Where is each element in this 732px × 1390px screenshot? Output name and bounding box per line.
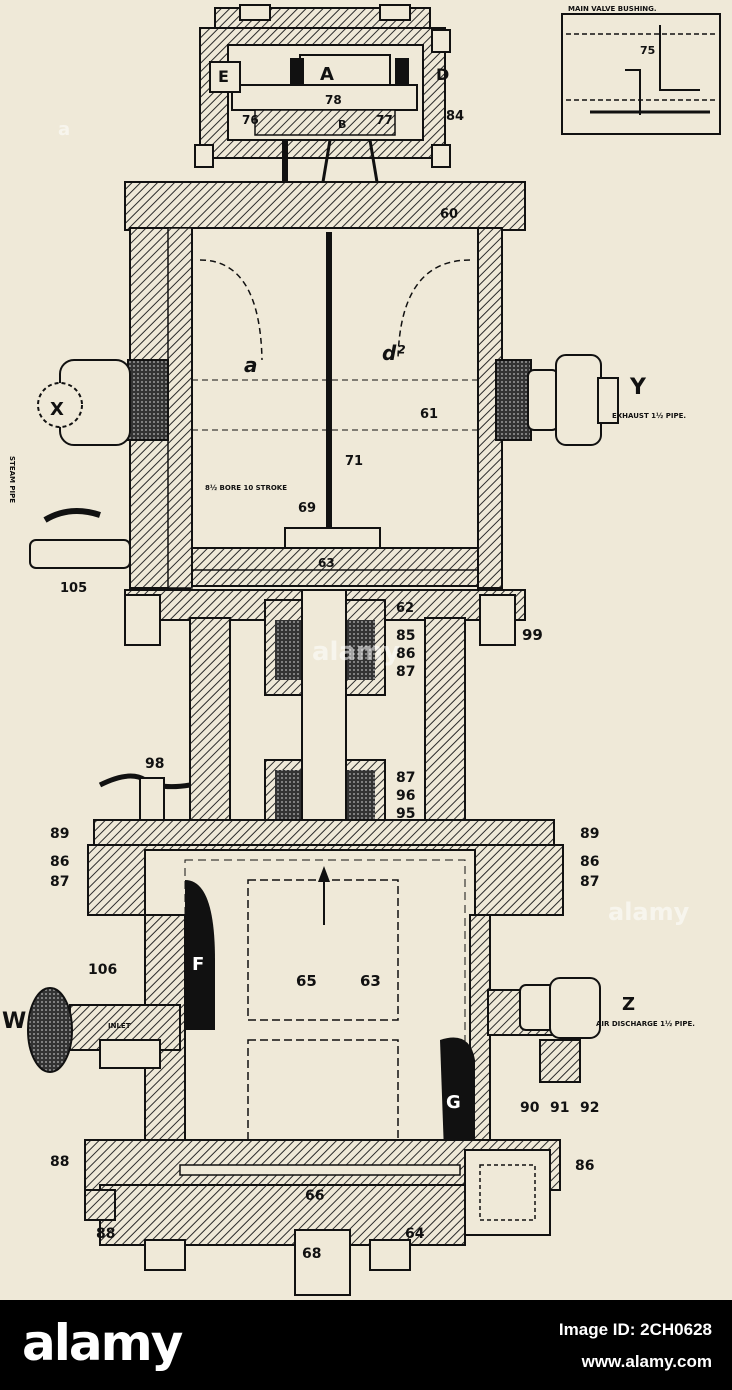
callout-86-right: 86: [580, 854, 599, 870]
callout-78: 78: [325, 93, 342, 107]
inlet-note: INLET: [108, 1022, 131, 1030]
callout-76: 76: [242, 113, 259, 127]
callout-86-left: 86: [50, 854, 69, 870]
valve-bushing-inset: [561, 13, 721, 135]
stock-footer-bar: alamy Image ID: 2CH0628 www.alamy.com: [0, 1300, 732, 1390]
watermark-brand: alamy: [312, 637, 400, 667]
label-X: X: [50, 399, 64, 420]
callout-65: 65: [296, 972, 317, 990]
watermark-mark: a: [58, 119, 70, 140]
callout-87-lower: 87: [396, 770, 415, 786]
callout-63: 63: [318, 556, 335, 570]
callout-84: 84: [446, 109, 464, 124]
pump-diagram-svg: A D E B a d² F G W X Y Z 84 76 78 77 60 …: [2, 4, 721, 1296]
pump-sectional-drawing: A D E B a d² F G W X Y Z 84 76 78 77 60 …: [2, 4, 721, 1296]
label-a: a: [244, 353, 258, 377]
watermark-brand-right: alamy: [608, 898, 690, 926]
label-G: G: [446, 1092, 461, 1113]
callout-87-right: 87: [580, 874, 599, 890]
callout-77: 77: [376, 113, 393, 127]
callout-91: 91: [550, 1100, 569, 1116]
callout-95: 95: [396, 806, 415, 822]
exhaust-note: EXHAUST 1½ PIPE.: [612, 412, 686, 420]
label-F: F: [192, 954, 204, 975]
callout-86-upper: 86: [396, 646, 415, 662]
callout-89-right: 89: [580, 826, 599, 842]
callout-89-left: 89: [50, 826, 69, 842]
air-cylinder: [27, 844, 601, 1296]
label-Z: Z: [622, 994, 635, 1015]
footer-image-id: Image ID: 2CH0628: [558, 1320, 712, 1339]
footer-logo: alamy: [22, 1314, 183, 1372]
valve-chest: [194, 4, 451, 168]
callout-105: 105: [60, 581, 87, 596]
callout-90: 90: [520, 1100, 540, 1116]
callout-88-left: 88: [50, 1154, 69, 1170]
callout-71: 71: [345, 454, 363, 469]
callout-61: 61: [420, 407, 438, 422]
callout-60: 60: [440, 207, 458, 222]
callout-99: 99: [522, 626, 543, 644]
label-E: E: [218, 67, 229, 86]
callout-88-bottom: 88: [96, 1226, 115, 1242]
callout-68: 68: [302, 1246, 321, 1262]
callout-87-upper: 87: [396, 664, 415, 680]
callout-86-bottom: 86: [575, 1158, 594, 1174]
label-Y: Y: [629, 375, 647, 400]
footer-url: www.alamy.com: [581, 1352, 712, 1371]
callout-96: 96: [396, 788, 415, 804]
callout-66: 66: [305, 1188, 324, 1204]
callout-63-lower: 63: [360, 972, 381, 990]
label-W: W: [2, 1009, 26, 1034]
callout-62: 62: [396, 601, 414, 616]
label-B: B: [338, 118, 346, 131]
label-D: D: [436, 65, 449, 84]
callout-85: 85: [396, 628, 415, 644]
callout-64: 64: [405, 1226, 425, 1242]
label-A: A: [320, 64, 334, 85]
steam-pipe-note: STEAM PIPE: [8, 456, 16, 503]
callout-69: 69: [298, 501, 316, 516]
callout-92: 92: [580, 1100, 599, 1116]
callout-106: 106: [88, 962, 117, 978]
bore-stroke-note: 8½ BORE 10 STROKE: [205, 484, 287, 492]
inset-callout-75: 75: [640, 44, 655, 57]
callout-98: 98: [145, 756, 164, 772]
callout-87-left: 87: [50, 874, 69, 890]
steam-cylinder: [29, 181, 619, 646]
air-discharge-note: AIR DISCHARGE 1½ PIPE.: [596, 1020, 695, 1028]
label-d2: d²: [382, 341, 405, 365]
inset-title: MAIN VALVE BUSHING.: [568, 5, 657, 13]
